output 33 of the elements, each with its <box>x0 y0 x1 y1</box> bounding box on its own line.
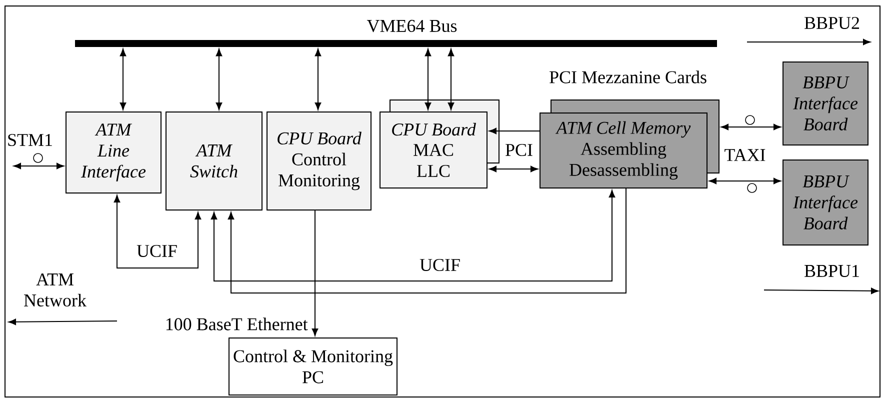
edge-label: STM1 <box>6 132 54 148</box>
arrow <box>489 166 538 172</box>
text-label: TAXI <box>724 149 766 161</box>
edge-label: 100 BaseT Ethernet <box>164 316 309 332</box>
text-label: PCI Mezzanine Cards <box>550 70 706 84</box>
arrow <box>210 190 616 282</box>
arrow <box>448 48 454 110</box>
bus-label: VME64 Bus <box>366 20 457 32</box>
arrow <box>14 162 64 170</box>
edge-label: UCIF <box>136 244 179 258</box>
interface-box: BBPU Interface Board <box>782 62 868 146</box>
pc-box: Control & Monitoring PC <box>228 337 398 396</box>
arrow <box>721 124 781 130</box>
interface-box: ATM Line Interface <box>66 112 162 194</box>
text-label: BBPU2 <box>804 16 860 30</box>
arrow <box>709 178 781 184</box>
arrow <box>424 48 432 110</box>
text-label: BBPU1 <box>804 264 859 278</box>
arrow <box>314 48 322 110</box>
arrow <box>312 210 318 336</box>
edge-label: UCIF <box>418 258 462 272</box>
text-label: ATM Network <box>24 273 86 306</box>
arrow <box>120 48 126 110</box>
card-stack: CPU Board MAC LLC <box>380 100 500 188</box>
interface-box: BBPU Interface Board <box>782 160 868 246</box>
arrow <box>216 48 222 110</box>
board-box: CPU Board Control Monitoring <box>266 112 372 210</box>
arrow <box>228 188 626 294</box>
arrow <box>489 128 540 134</box>
card-stack: ATM Cell Memory Assembling Desassembling <box>540 100 720 188</box>
arrow <box>114 194 202 268</box>
edge-label: PCI <box>504 142 534 158</box>
switch-box: ATM Switch <box>166 112 262 210</box>
